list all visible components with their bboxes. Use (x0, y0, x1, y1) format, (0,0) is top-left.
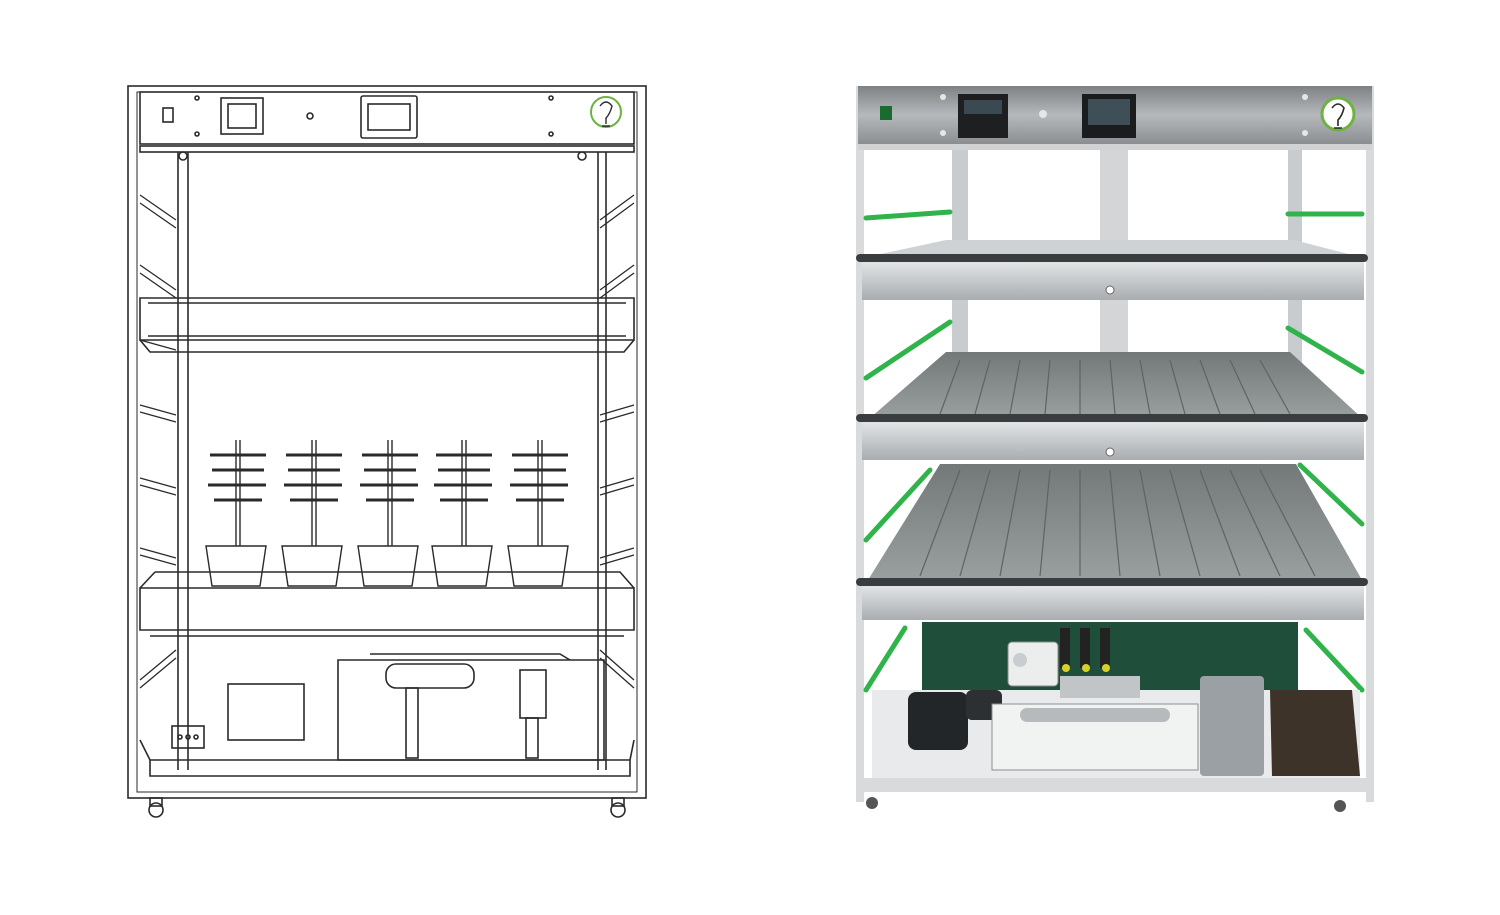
upper-tray-photo (856, 240, 1368, 300)
lightbulb-leaf-icon (1320, 96, 1356, 132)
bottom-equipment-sketch (139, 653, 635, 777)
caster-wheels-photo (866, 797, 1346, 812)
lightbulb-leaf-icon (590, 96, 622, 128)
left-frame-post (856, 86, 864, 802)
lower-tray-photo (856, 464, 1368, 620)
pump-and-plumbing-photo (908, 628, 1264, 776)
left-side-rails (139, 194, 177, 689)
middle-tray-photo (856, 352, 1368, 460)
potted-plants-sketch (205, 440, 569, 587)
green-side-rails-left (863, 209, 953, 693)
photograph-panel (750, 0, 1500, 915)
line-drawing-panel (127, 85, 647, 818)
line-drawing-cabinet (127, 85, 647, 818)
right-side-rails (599, 194, 635, 689)
rocker-switch-icon (880, 106, 892, 120)
control-panel-photo (858, 86, 1372, 144)
caster-wheels-sketch (148, 797, 626, 818)
product-photo-cabinet (856, 86, 1374, 812)
control-panel-sketch (139, 91, 635, 145)
rocker-switch-icon (162, 107, 174, 123)
upper-tray-sketch (139, 297, 635, 353)
cabinet-outer-frame (127, 85, 647, 799)
right-frame-post (1366, 86, 1374, 802)
lower-tray-sketch (139, 571, 635, 637)
green-side-rails-right (1285, 211, 1365, 693)
